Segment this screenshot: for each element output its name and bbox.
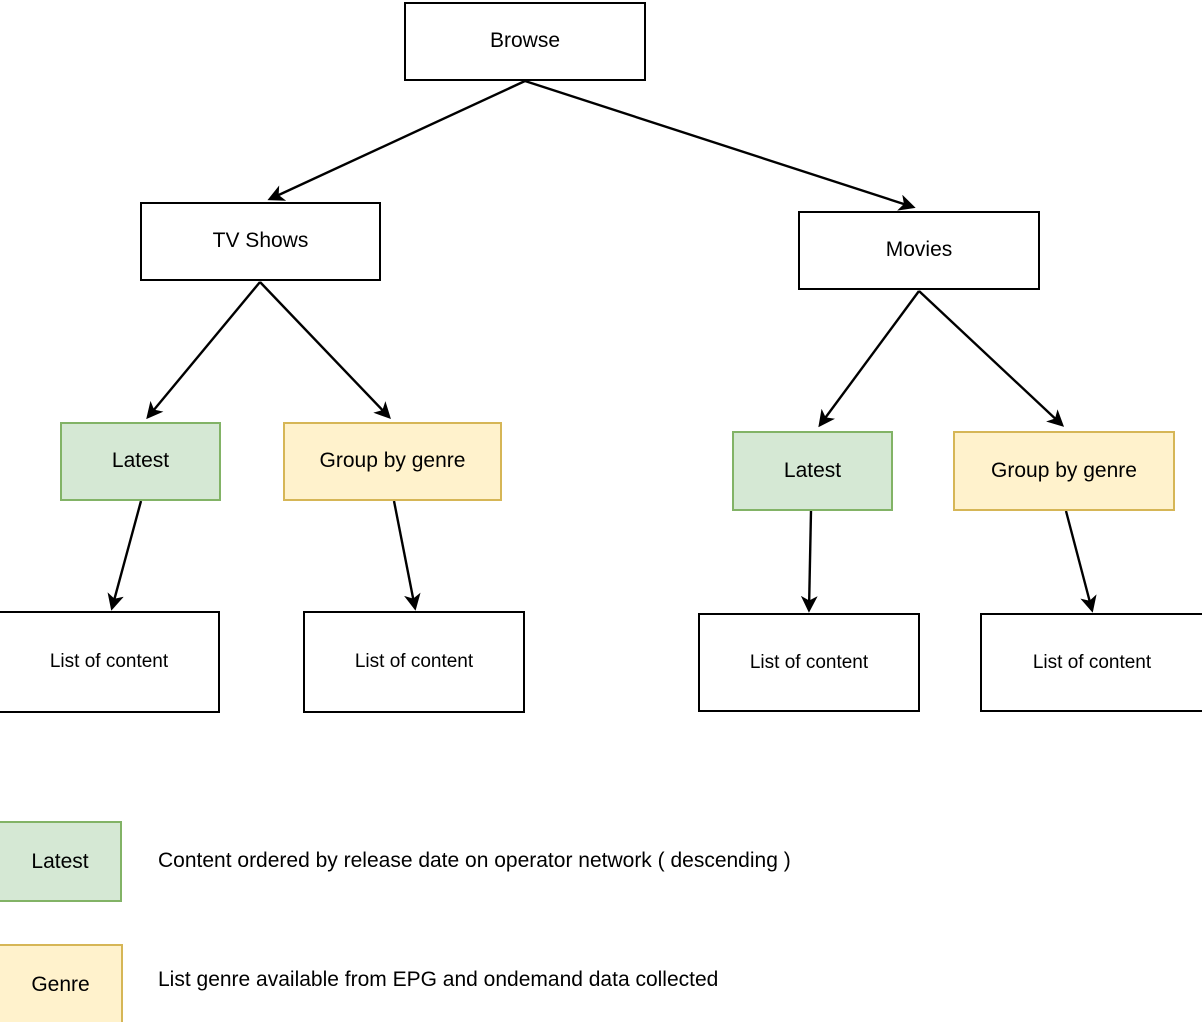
node-movies-latest-label: Latest (783, 458, 842, 482)
node-movies-group-by-genre-label: Group by genre (991, 458, 1137, 482)
node-movies-latest-list[interactable]: List of content (698, 613, 920, 712)
node-tv-genre-list[interactable]: List of content (303, 611, 525, 713)
legend-swatch-latest-label: Latest (31, 849, 89, 873)
node-movies-label: Movies (885, 238, 953, 262)
node-movies-genre-list[interactable]: List of content (980, 613, 1202, 712)
edge-browse-to-movies (524, 79, 916, 211)
edge-tvlatest-to-list (107, 500, 143, 611)
node-tv-genre-list-label: List of content (354, 651, 474, 673)
node-browse-label: Browse (489, 29, 561, 53)
edge-tvshows-to-genre (259, 281, 391, 420)
node-tv-latest-list-label: List of content (49, 651, 169, 673)
legend-swatch-genre-label: Genre (31, 972, 90, 996)
node-tv-shows-label: TV Shows (212, 229, 309, 253)
legend-description-genre: List genre available from EPG and ondema… (158, 968, 719, 991)
node-browse[interactable]: Browse (404, 2, 646, 81)
node-tv-group-by-genre[interactable]: Group by genre (283, 422, 502, 501)
edge-moviesgenre-to-list (1064, 510, 1097, 613)
node-tv-latest-list[interactable]: List of content (0, 611, 220, 713)
legend-swatch-latest: Latest (0, 821, 122, 902)
node-movies-genre-list-label: List of content (1032, 651, 1152, 673)
edge-movies-to-genre (918, 290, 1065, 427)
legend-description-latest: Content ordered by release date on opera… (158, 849, 791, 872)
node-movies-latest[interactable]: Latest (732, 431, 893, 511)
node-tv-group-by-genre-label: Group by genre (319, 449, 466, 473)
node-tv-latest[interactable]: Latest (60, 422, 221, 501)
node-movies-group-by-genre[interactable]: Group by genre (953, 431, 1175, 511)
node-tv-latest-label: Latest (111, 449, 170, 473)
node-movies[interactable]: Movies (798, 211, 1040, 290)
legend-swatch-genre: Genre (0, 944, 123, 1022)
edge-tvgenre-to-list (392, 500, 421, 611)
edge-tvshows-to-latest (146, 281, 261, 420)
edge-browse-to-tvshows (267, 79, 526, 201)
node-tv-shows[interactable]: TV Shows (140, 202, 381, 281)
edge-movies-to-latest (818, 290, 920, 428)
node-movies-latest-list-label: List of content (749, 651, 869, 673)
edge-movieslatest-to-list (800, 510, 818, 613)
